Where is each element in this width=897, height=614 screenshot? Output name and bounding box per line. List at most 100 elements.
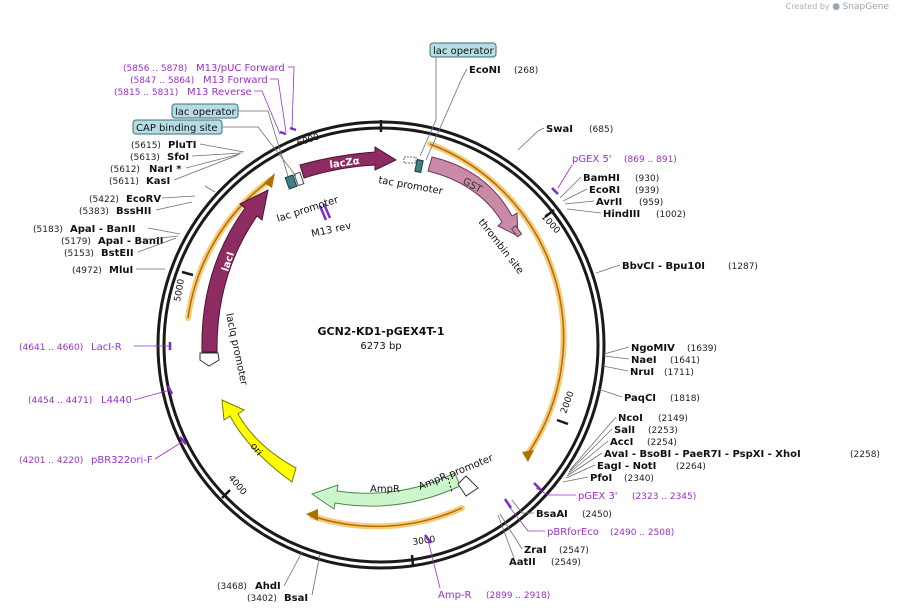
tac-promoter-label: tac promoter: [377, 175, 444, 197]
tick-label-2000: 2000: [559, 390, 576, 415]
tick-label-1000: 1000: [539, 212, 562, 236]
plasmid-name: GCN2-KD1-pGEX4T-1: [317, 325, 444, 338]
lac-operator-mark: [284, 174, 298, 190]
enzyme-sali: SalI: [614, 425, 635, 436]
primer-pbrforeco: pBRforEco: [547, 527, 599, 538]
enzyme-ngomiv: NgoMIV: [631, 343, 675, 354]
svg-text:(5613): (5613): [130, 153, 160, 163]
enzyme-zrai: ZraI: [524, 545, 547, 556]
ampr-label: AmpR: [370, 484, 400, 495]
watermark-created-by: Created by: [785, 2, 830, 11]
enzyme-labels: EcoNI (268) SwaI (685) BamHI (930) EcoRI…: [33, 65, 880, 604]
boxed-feature-lac-operator-top: lac operator: [419, 42, 497, 157]
boxed-feature-cap-binding-site: CAP binding site: [132, 119, 297, 177]
primer-pgex-3: pGEX 3': [578, 491, 618, 502]
svg-text:(5383): (5383): [79, 207, 109, 217]
thrombin-site-mark: [510, 225, 523, 238]
enzyme-econi: EcoNI: [469, 65, 501, 76]
tick-label-6000: 6000: [296, 132, 321, 149]
enzyme-bsteii: BstEII: [101, 248, 134, 259]
watermark-brand: SnapGene: [842, 2, 889, 12]
svg-text:(5179): (5179): [61, 237, 91, 247]
enzyme-bamhi: BamHI: [583, 173, 620, 184]
svg-text:(1002): (1002): [656, 210, 686, 220]
ori-arrow: [221, 399, 297, 483]
enzyme-noti-group: EagI - NotI: [597, 461, 656, 472]
svg-text:CAP binding site: CAP binding site: [136, 123, 218, 134]
svg-text:(2450): (2450): [582, 510, 612, 520]
lac-operator-mark-2: [414, 158, 424, 174]
enzyme-pluti: PluTI: [168, 140, 196, 151]
primer-m13-reverse: M13 Reverse: [187, 87, 252, 98]
tac-promoter-mark: [403, 156, 417, 164]
svg-text:(5615): (5615): [131, 141, 161, 151]
svg-text:(685): (685): [589, 125, 613, 135]
svg-text:(2549): (2549): [551, 558, 581, 568]
orf-arrowhead: [264, 173, 275, 188]
svg-text:(268): (268): [514, 66, 538, 76]
primer-pbr322ori-f: pBR322ori-F: [91, 455, 153, 466]
svg-text:(2258): (2258): [850, 450, 880, 460]
enzyme-hindiii: HindIII: [603, 209, 640, 220]
enzyme-xhoi-group: AvaI - BsoBI - PaeR7I - PspXI - XhoI: [604, 449, 801, 460]
enzyme-apai-banii: ApaI - BanII: [70, 224, 135, 235]
primer-labels: (5856 .. 5878) M13/pUC Forward (5847 .. …: [19, 63, 696, 601]
laci-arrow: [201, 189, 269, 353]
enzyme-acci: AccI: [610, 437, 633, 448]
svg-text:(1287): (1287): [728, 262, 758, 272]
svg-text:(4454 .. 4471): (4454 .. 4471): [28, 396, 92, 406]
svg-text:(2490 .. 2508): (2490 .. 2508): [610, 528, 674, 538]
svg-text:(4201 .. 4220): (4201 .. 4220): [19, 456, 83, 466]
svg-text:(5611): (5611): [109, 177, 139, 187]
enzyme-nrui: NruI: [630, 367, 654, 378]
svg-text:(1639): (1639): [687, 344, 717, 354]
orf-arcs: [185, 141, 567, 530]
primer-amp-r: Amp-R: [438, 590, 472, 601]
enzyme-aatii: AatII: [509, 557, 536, 568]
m13-rev-mark: [318, 203, 332, 221]
enzyme-avrii: AvrII: [596, 197, 622, 208]
lac-promoter-label: lac promoter: [276, 194, 341, 225]
enzyme-pfoi: PfoI: [590, 473, 612, 484]
enzyme-ahdi: AhdI: [255, 581, 281, 592]
svg-text:(5815 .. 5831): (5815 .. 5831): [114, 88, 178, 98]
ampr-promoter-boundary: [447, 477, 453, 493]
cap-site-mark: [293, 171, 305, 187]
enzyme-kasi: KasI: [146, 176, 170, 187]
primer-laci-r: LacI-R: [91, 342, 122, 353]
svg-text:(930): (930): [635, 174, 659, 184]
orf-arrowhead: [522, 450, 534, 462]
lacz-alpha-label: lacZα: [329, 156, 361, 171]
orf-arrowhead: [306, 509, 318, 521]
primer-m13-forward: M13 Forward: [203, 75, 268, 86]
svg-text:(2264): (2264): [676, 462, 706, 472]
enzyme-pspomi: ApaI - BanII: [98, 236, 163, 247]
tick-label-3000: 3000: [412, 535, 436, 548]
svg-text:(5422): (5422): [89, 195, 119, 205]
svg-text:(2149): (2149): [658, 414, 688, 424]
tick-label-5000: 5000: [173, 278, 187, 303]
svg-text:(5612): (5612): [110, 165, 140, 175]
svg-text:(2547): (2547): [559, 546, 589, 556]
enzyme-ecorv: EcoRV: [126, 194, 161, 205]
enzyme-ncoi: NcoI: [618, 413, 643, 424]
primer-pgex-5: pGEX 5': [572, 154, 612, 165]
svg-text:(3402): (3402): [247, 594, 277, 604]
tick-marks: [181, 120, 569, 567]
snapgene-watermark: Created by ● SnapGene: [786, 2, 889, 12]
svg-text:(2340): (2340): [624, 474, 654, 484]
laciq-promoter-label: lacIq promoter: [223, 312, 249, 387]
svg-text:(2254): (2254): [647, 438, 677, 448]
svg-text:(2899 .. 2918): (2899 .. 2918): [486, 591, 550, 601]
svg-text:(2253): (2253): [648, 426, 678, 436]
lacz-alpha-arrow: [299, 146, 398, 179]
boxed-feature-lac-operator-left: lac operator: [171, 103, 289, 177]
svg-text:lac operator: lac operator: [175, 107, 236, 118]
svg-text:(5153): (5153): [64, 249, 94, 259]
enzyme-bsaai: BsaAI: [536, 509, 568, 520]
enzyme-naei: NaeI: [631, 355, 657, 366]
svg-text:(5847 .. 5864): (5847 .. 5864): [130, 76, 194, 86]
enzyme-ecori: EcoRI: [589, 185, 620, 196]
enzyme-mlui: MluI: [109, 265, 133, 276]
